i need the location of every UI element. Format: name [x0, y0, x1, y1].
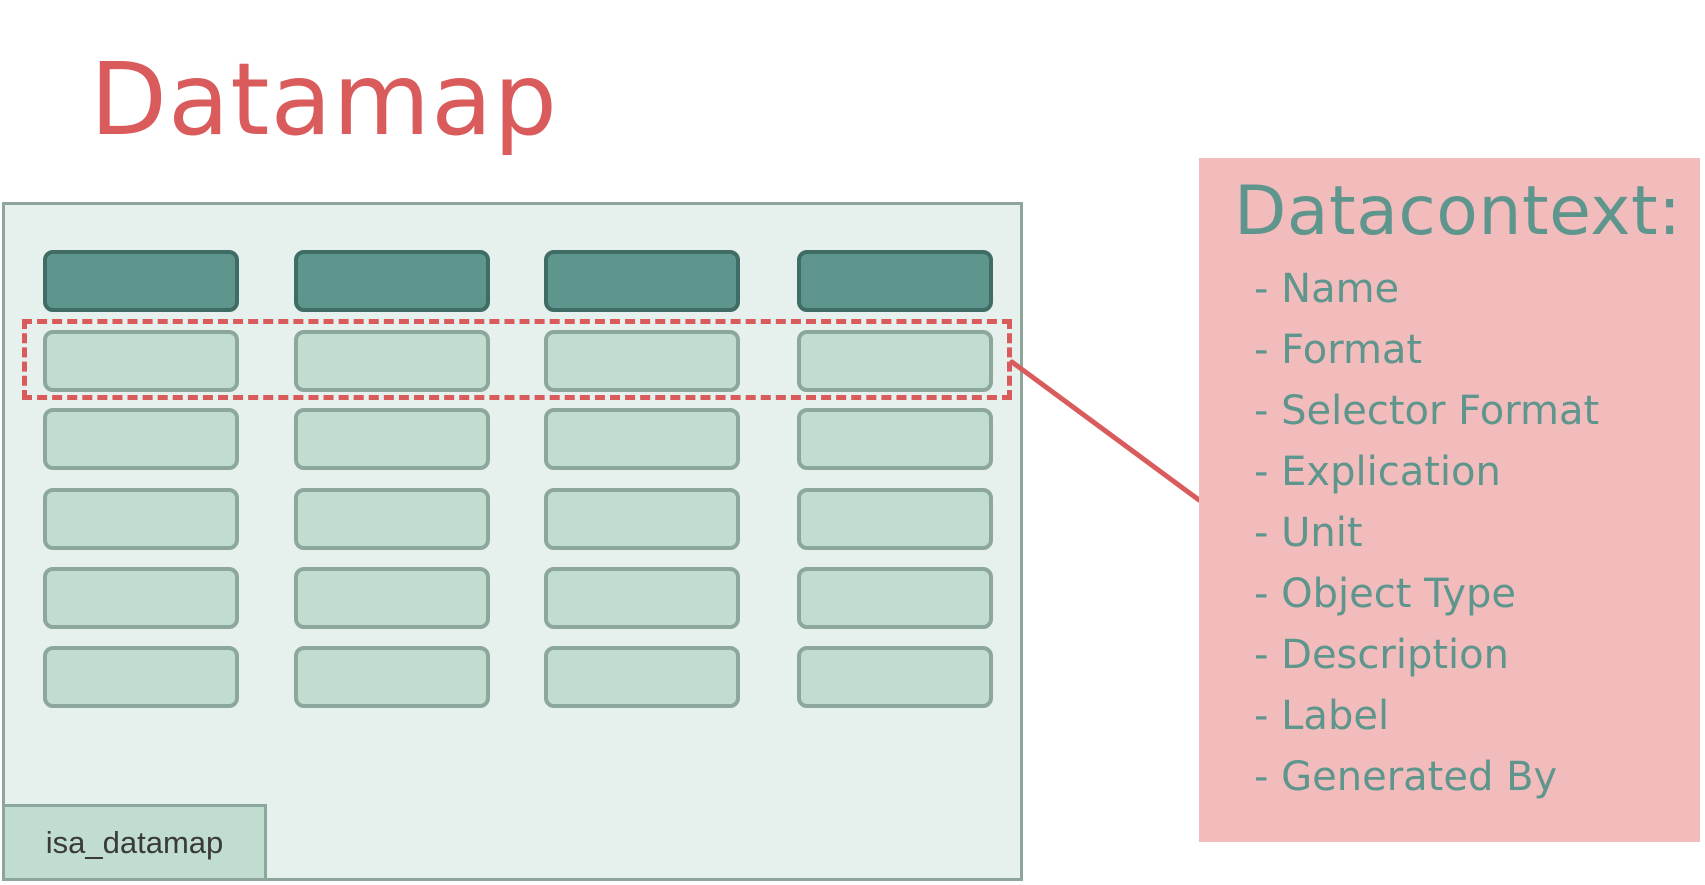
- datacontext-title: Datacontext:: [1234, 172, 1682, 251]
- datamap-body-cell: [294, 646, 490, 708]
- page-title: Datamap: [90, 41, 558, 158]
- datamap-body-cell: [43, 646, 239, 708]
- datamap-body-cell: [797, 330, 993, 392]
- connector-line-segment: [1009, 359, 1202, 503]
- datamap-header-cell: [43, 250, 239, 312]
- datamap-body-cell: [797, 408, 993, 470]
- datamap-body-cell: [544, 646, 740, 708]
- datacontext-item: - Object Type: [1254, 571, 1517, 618]
- datacontext-panel: Datacontext: - Name - Format - Selector Fo…: [1199, 158, 1700, 842]
- datamap-body-cell: [43, 488, 239, 550]
- datacontext-item: - Generated By: [1254, 754, 1558, 801]
- datamap-body-cell: [544, 330, 740, 392]
- datacontext-item: - Format: [1254, 327, 1423, 374]
- datacontext-item: - Unit: [1254, 510, 1363, 557]
- datamap-header-cell: [294, 250, 490, 312]
- datamap-body-cell: [294, 567, 490, 629]
- datamap-body-cell: [43, 330, 239, 392]
- datamap-header-cell: [544, 250, 740, 312]
- datacontext-item: - Explication: [1254, 449, 1501, 496]
- datacontext-list: - Name - Format - Selector Format - Explica…: [1234, 259, 1700, 808]
- datamap-table: isa_datamap: [2, 202, 1023, 881]
- highlighted-row: [22, 319, 1012, 400]
- datacontext-item: - Name: [1254, 266, 1400, 313]
- datamap-body-cell: [797, 646, 993, 708]
- datamap-body-cell: [544, 488, 740, 550]
- datamap-header-cell: [797, 250, 993, 312]
- datamap-body-cell: [43, 408, 239, 470]
- datamap-body-cell: [544, 567, 740, 629]
- datamap-body-cell: [294, 330, 490, 392]
- datacontext-item: - Label: [1254, 693, 1390, 740]
- datamap-body-cell: [294, 408, 490, 470]
- datamap-body-cell: [797, 488, 993, 550]
- datamap-body-cell: [294, 488, 490, 550]
- datacontext-item: - Selector Format: [1254, 388, 1600, 435]
- datamap-body-cell: [43, 567, 239, 629]
- datamap-label: isa_datamap: [5, 804, 267, 878]
- datacontext-item: - Description: [1254, 632, 1509, 679]
- datamap-body-cell: [797, 567, 993, 629]
- datamap-body-cell: [544, 408, 740, 470]
